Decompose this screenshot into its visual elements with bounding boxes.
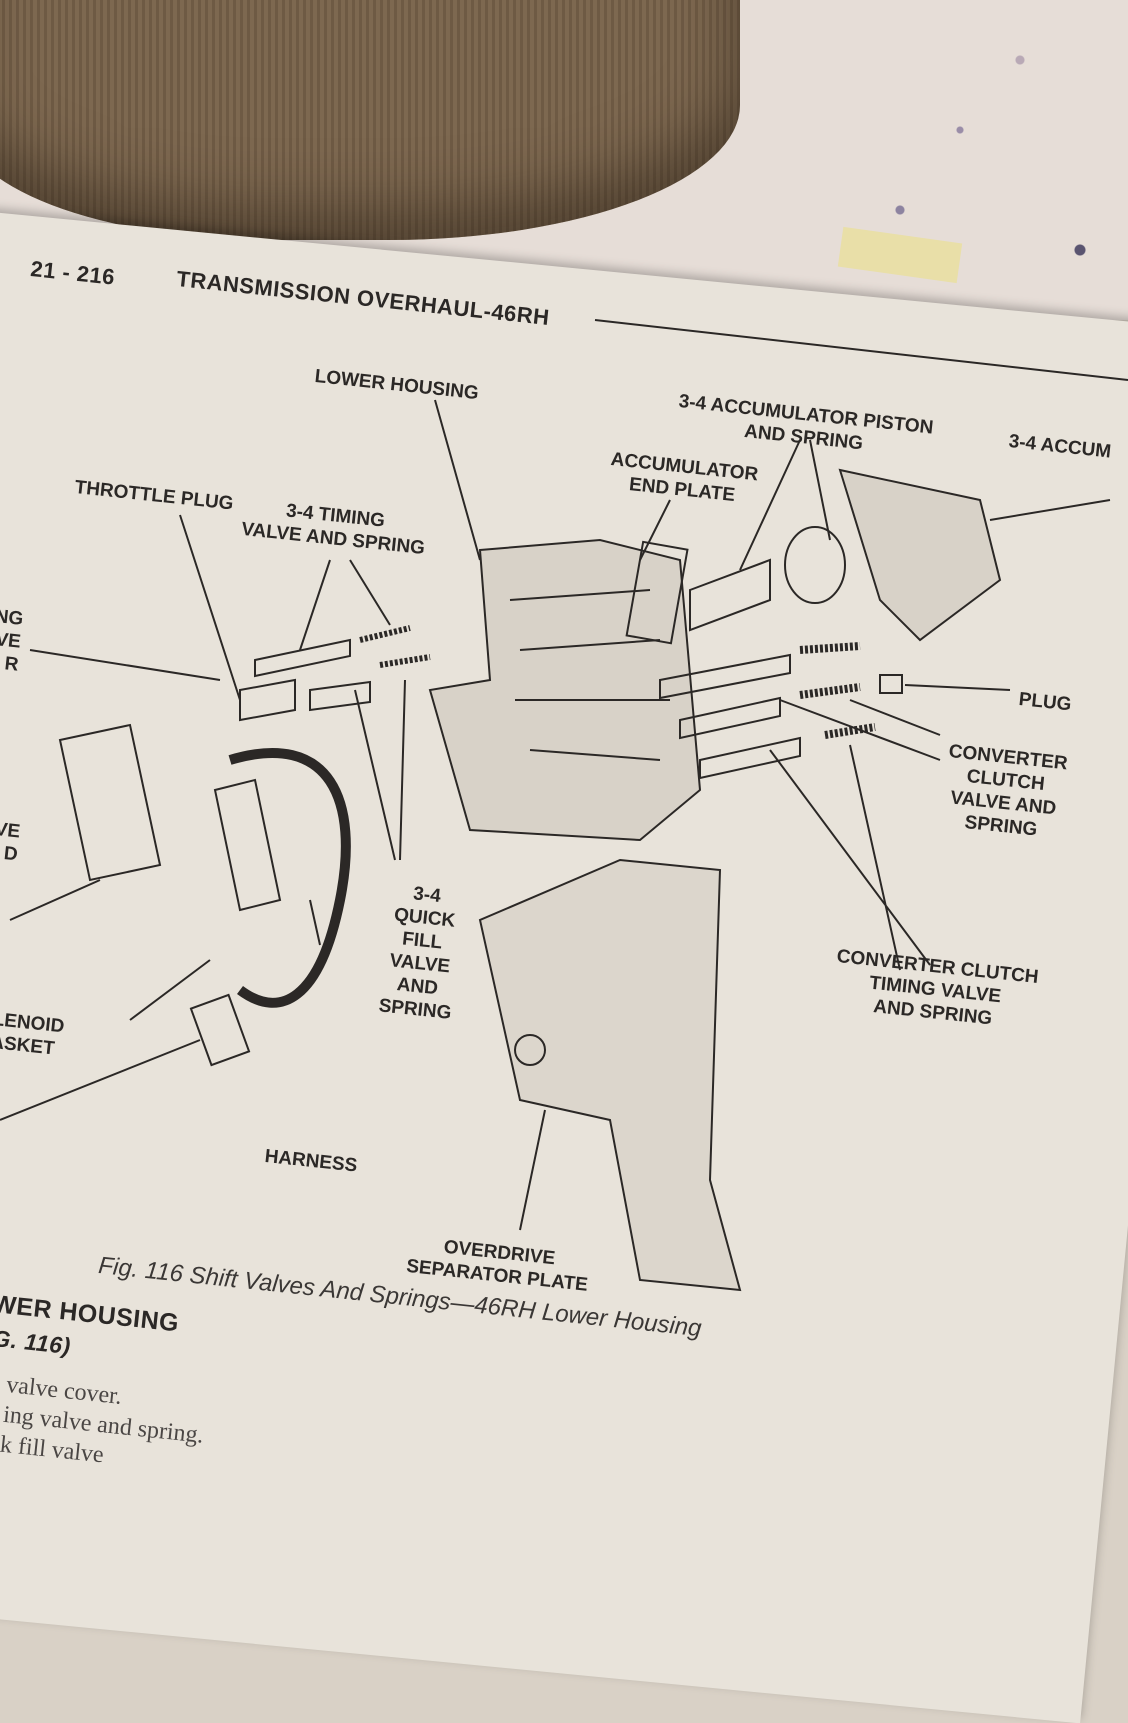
lower-housing: [428, 538, 702, 842]
label-solenoid-gasket: LENOID ASKET: [0, 1008, 66, 1060]
solenoid-gasket: [213, 778, 282, 912]
knit-fabric: [0, 0, 740, 240]
left-springs: [359, 625, 431, 668]
housing-channels: [509, 589, 670, 761]
accumulator-piston: [784, 526, 846, 604]
harness-cable: [228, 748, 351, 1008]
right-springs: [799, 642, 876, 739]
accumulator-end-plate: [625, 540, 689, 645]
separator-plate: [478, 858, 742, 1292]
header-rule: [594, 319, 1128, 381]
plug: [879, 674, 903, 694]
accumulator-housing: [838, 468, 1002, 642]
accumulator-spring: [689, 558, 771, 632]
right-valves: [659, 653, 801, 780]
solenoid-assembly: [58, 723, 162, 882]
harness-connector: [189, 993, 251, 1067]
plate-hole: [514, 1034, 546, 1066]
label-converter-clutch-valve: CONVERTER CLUTCH VALVE AND SPRING: [947, 740, 1069, 841]
label-quick-fill-valve: 3-4 QUICK FILL VALVE AND SPRING: [377, 883, 457, 1024]
left-valves: [239, 638, 371, 722]
exploded-diagram: [0, 319, 1128, 1292]
